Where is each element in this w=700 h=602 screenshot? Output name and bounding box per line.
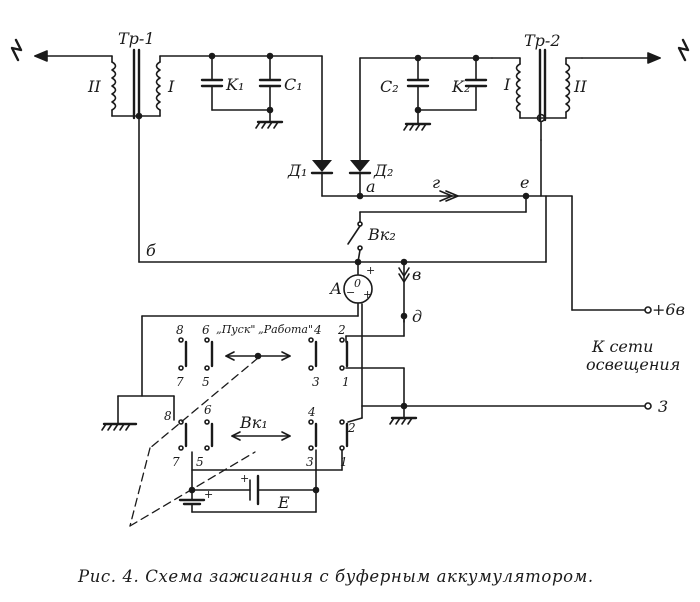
c2-6: 6 (204, 403, 212, 417)
figure-caption: Рис. 4. Схема зажигания с буферным аккум… (77, 567, 594, 586)
line-v (398, 261, 410, 323)
ground-bus (345, 303, 652, 423)
contacts-lower (178, 419, 349, 451)
c1-label: C₁ (284, 75, 303, 94)
tr1-label: Тр-1 (118, 29, 155, 48)
c2-8: 8 (164, 409, 172, 423)
transformer-tr2 (491, 48, 583, 123)
right-output-arrow (581, 38, 690, 64)
tr1-winding-i-label: I (167, 77, 175, 96)
ground-right (389, 405, 418, 425)
c2-3: 3 (306, 455, 314, 469)
line-b (138, 115, 547, 266)
ammeter-minus: − (346, 286, 355, 299)
vk1-arrows (225, 351, 291, 441)
c1-2: 2 (337, 323, 346, 337)
capacitor-k2 (414, 54, 493, 114)
capacitor-c1 (211, 52, 282, 123)
c2-7: 7 (172, 455, 180, 469)
tr1-winding-ii-label: II (87, 77, 101, 96)
diode-d2 (348, 57, 419, 200)
node-v-label: в (412, 265, 421, 284)
capacitor-plus: + (204, 488, 213, 501)
c1-7: 7 (176, 375, 184, 389)
diode-d1 (310, 55, 361, 197)
pusk-label: „Пуск" (216, 323, 255, 336)
capacitor-c2 (406, 54, 430, 125)
d1-label: Д₁ (287, 161, 307, 180)
ammeter-label: А (329, 279, 342, 298)
line-a-e (359, 190, 652, 314)
node-e-label: е (520, 173, 529, 192)
node-a-label: а (366, 177, 376, 196)
node-b-label: б (146, 241, 156, 260)
switch-frame (141, 315, 405, 397)
terminal-3: 3 (658, 397, 668, 416)
c2-label: C₂ (380, 77, 399, 96)
c1-4: 4 (313, 323, 322, 337)
battery-plus: + (240, 472, 249, 485)
ammeter-plus-top: + (366, 264, 375, 277)
vk1-label: Вк₁ (239, 413, 268, 432)
vk2-label: Вк₂ (367, 225, 396, 244)
network-label-line2: освещения (586, 355, 680, 374)
node-d-label: д (412, 307, 422, 326)
k2-label: K₂ (451, 77, 470, 96)
network-label-line1: К сети (591, 337, 653, 356)
capacitor-k1 (200, 52, 224, 111)
terminal-plus6v: +6в (652, 300, 685, 319)
ground-left (101, 395, 175, 431)
tr2-winding-ii-label: II (573, 77, 587, 96)
k1-label: K₁ (225, 75, 244, 94)
switch-vk2 (347, 211, 363, 263)
tr2-label: Тр-2 (524, 31, 561, 50)
c1-3: 3 (312, 375, 320, 389)
c1-8: 8 (176, 323, 184, 337)
c2-2: 2 (347, 421, 356, 435)
c2-4: 4 (307, 405, 316, 419)
c2-5: 5 (196, 455, 204, 469)
tr2-winding-i-label: I (503, 75, 511, 94)
c1-5: 5 (202, 375, 210, 389)
ammeter-zero: 0 (354, 277, 361, 290)
node-g-label: г (432, 173, 440, 192)
battery-circuit (178, 449, 343, 513)
ground-c1 (255, 120, 284, 129)
left-output-arrow (10, 38, 113, 62)
d2-label: Д₂ (373, 161, 393, 180)
ammeter-plus: + (363, 288, 372, 301)
ground-c2 (403, 122, 432, 131)
c1-6: 6 (202, 323, 210, 337)
c2-1: 1 (340, 455, 348, 469)
contacts-upper (178, 337, 349, 371)
ammeter (343, 261, 373, 317)
rabota-label: „Работа" (258, 323, 313, 336)
c1-1: 1 (342, 375, 350, 389)
battery-label: Е (277, 493, 290, 512)
